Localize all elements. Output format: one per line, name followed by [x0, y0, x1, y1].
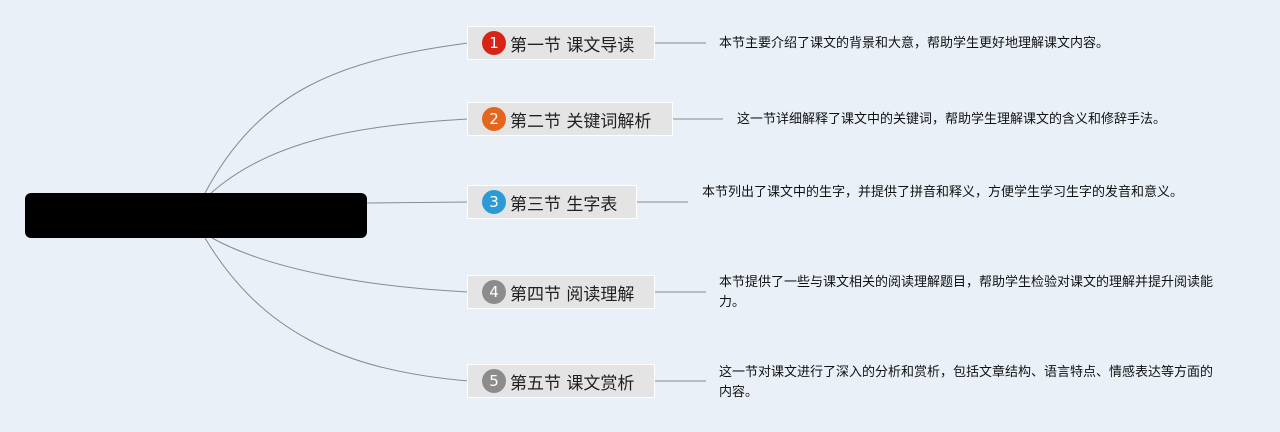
topic-description: 这一节详细解释了课文中的关键词，帮助学生理解课文的含义和修辞手法。 [737, 112, 1167, 127]
number-badge-icon: 4 [482, 280, 506, 304]
topic-section-5[interactable]: 5 第五节 课文赏析 [467, 364, 655, 398]
number-badge-icon: 2 [482, 107, 506, 131]
topic-description: 本节主要介绍了课文的背景和大意，帮助学生更好地理解课文内容。 [719, 36, 1110, 51]
topic-label: 第一节 课文导读 [510, 35, 635, 56]
number-badge-icon: 3 [482, 190, 506, 214]
central-topic[interactable] [25, 193, 367, 238]
branch-curve [209, 118, 469, 195]
branch-curve [204, 42, 469, 194]
branch-curve [366, 201, 469, 204]
topic-description: 本节列出了课文中的生字，并提供了拼音和释义，方便学生学习生字的发音和意义。 [702, 185, 1184, 200]
topic-label: 第二节 关键词解析 [510, 111, 652, 132]
topic-section-3[interactable]: 3 第三节 生字表 [467, 185, 637, 219]
topic-label: 第四节 阅读理解 [510, 284, 635, 305]
branch-curve [211, 237, 469, 293]
topic-section-2[interactable]: 2 第二节 关键词解析 [467, 102, 673, 136]
topic-label: 第三节 生字表 [510, 194, 618, 215]
number-badge-icon: 5 [482, 369, 506, 393]
topic-section-1[interactable]: 1 第一节 课文导读 [467, 26, 655, 60]
topic-description: 本节提供了一些与课文相关的阅读理解题目，帮助学生检验对课文的理解并提升阅读能力。 [719, 275, 1214, 310]
number-badge-icon: 1 [482, 31, 506, 55]
topic-section-4[interactable]: 4 第四节 阅读理解 [467, 275, 655, 309]
branch-curve [204, 237, 469, 382]
topic-label: 第五节 课文赏析 [510, 373, 635, 394]
topic-description: 这一节对课文进行了深入的分析和赏析，包括文章结构、语言特点、情感表达等方面的内容… [719, 365, 1214, 400]
